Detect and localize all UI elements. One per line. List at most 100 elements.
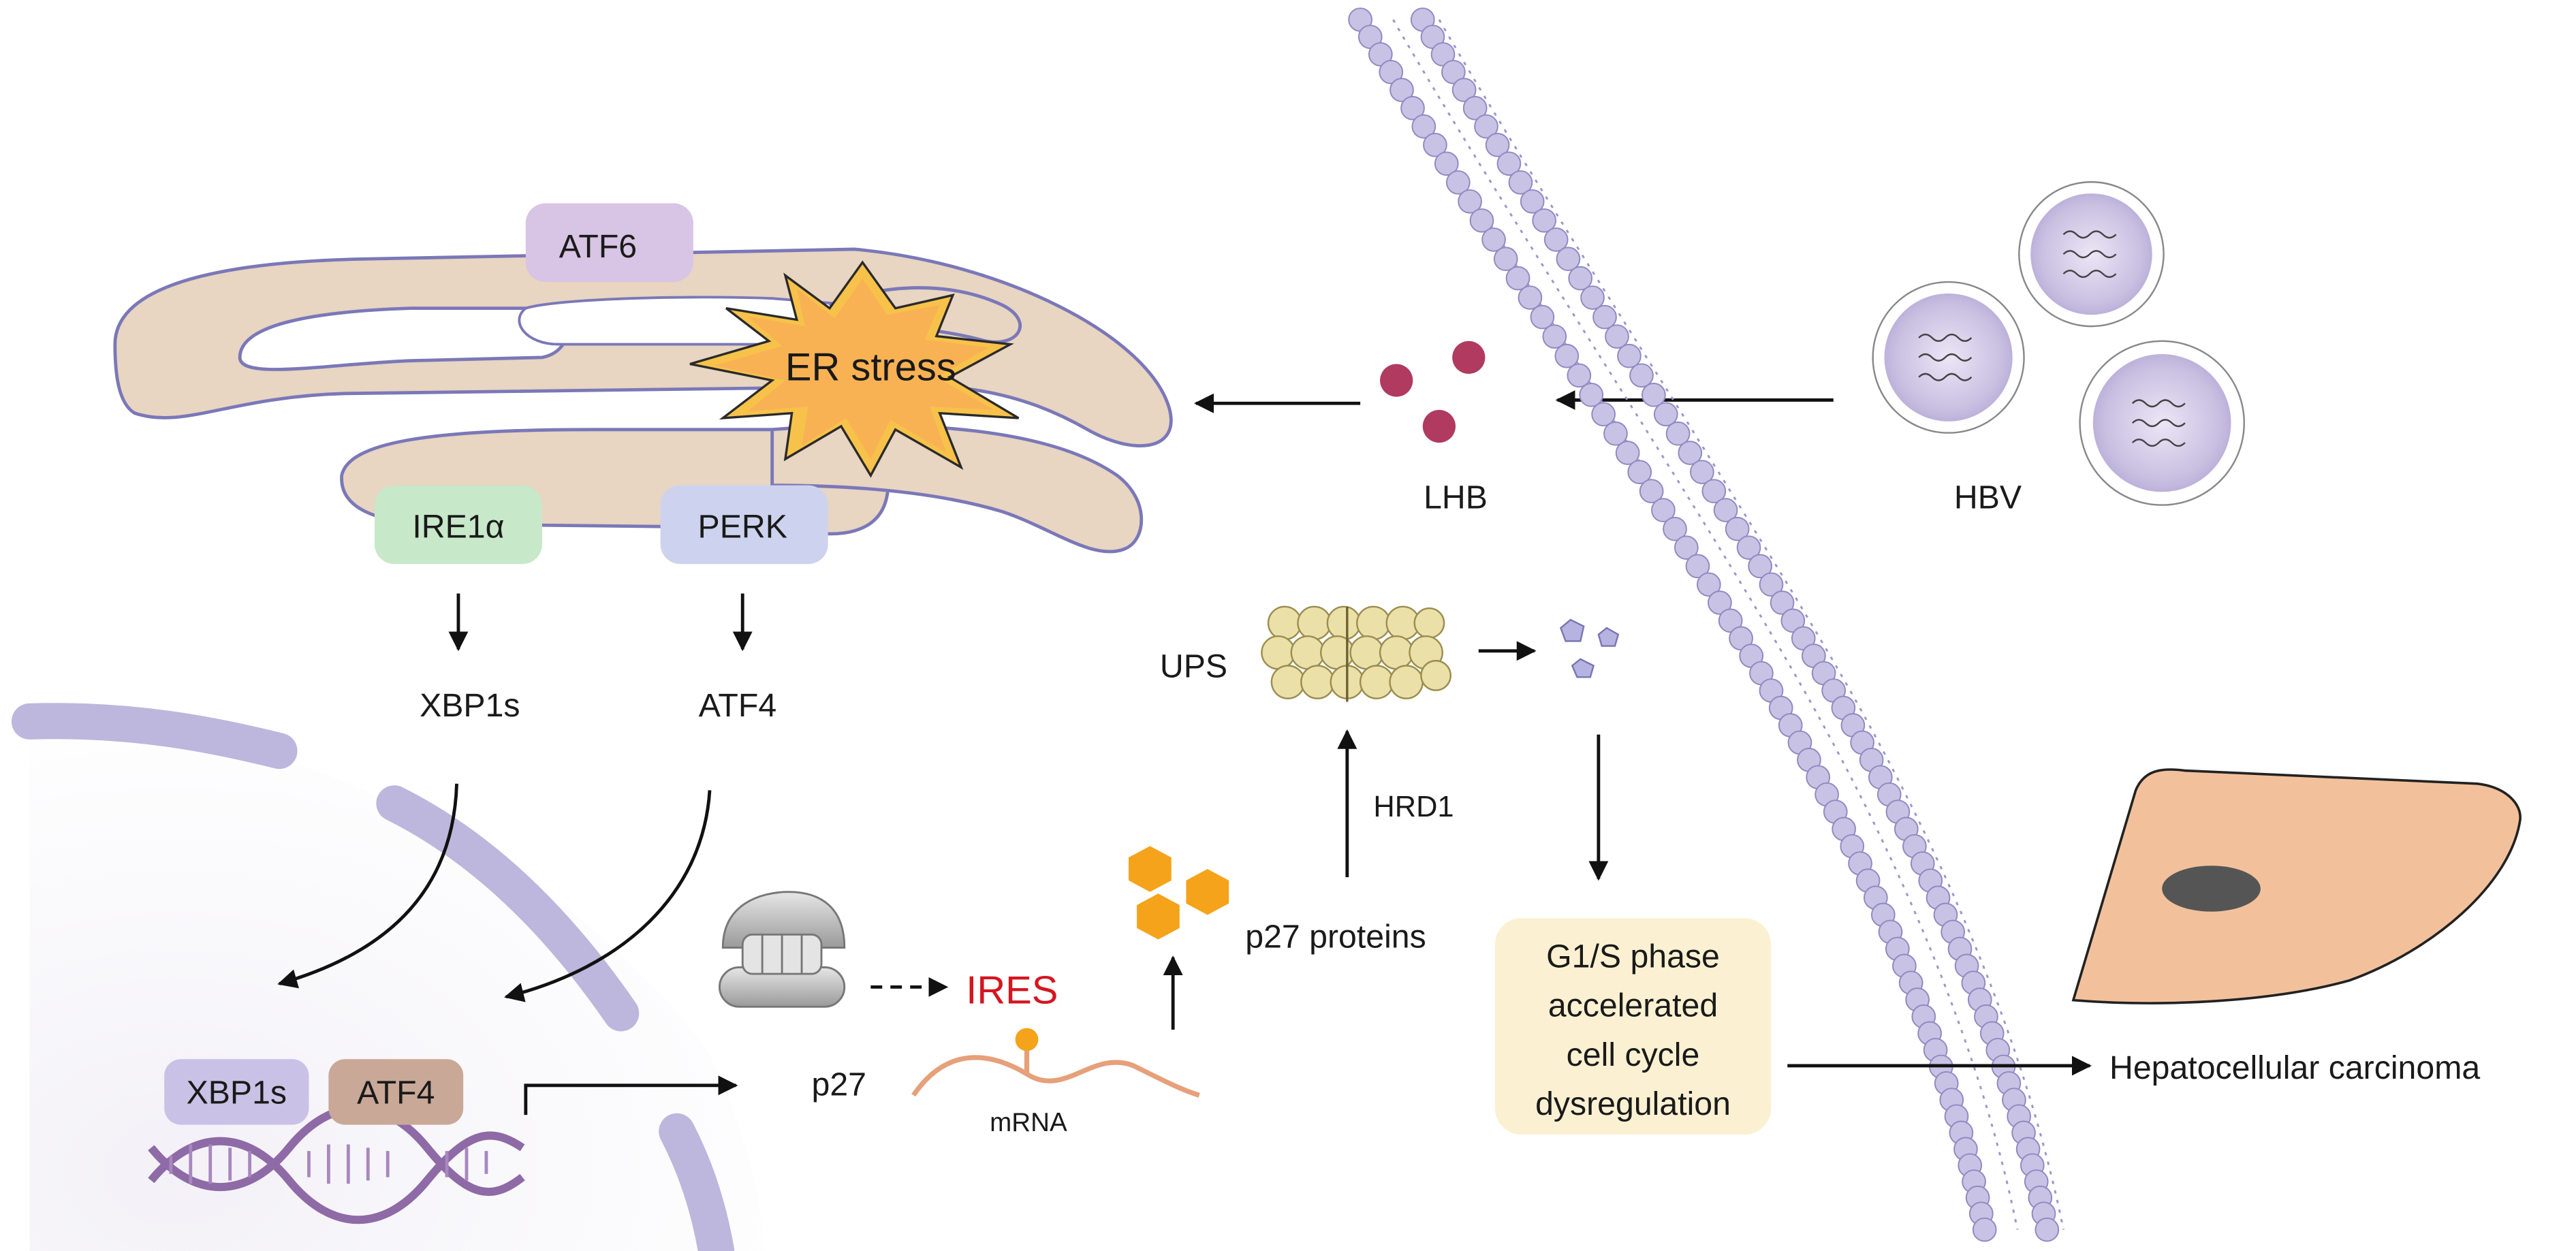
- xbp1s-label: XBP1s: [420, 687, 520, 724]
- lipid-head: [1368, 42, 1393, 67]
- lipid-head: [2035, 1217, 2060, 1242]
- lhb-label: LHB: [1424, 479, 1488, 516]
- lipid-head: [1469, 208, 1494, 233]
- xbp1s-dna-box: [164, 1059, 309, 1125]
- lipid-head: [1579, 383, 1604, 407]
- peptide-fragments-icon: [1559, 618, 1620, 678]
- atf4-dna-label: ATF4: [357, 1074, 435, 1111]
- lipid-head: [1520, 189, 1545, 214]
- lipid-head: [1580, 285, 1605, 310]
- lipid-head: [1653, 402, 1678, 427]
- lipid-head: [1505, 266, 1530, 291]
- lipid-head: [1713, 498, 1738, 522]
- arrow-xbp1s-nucleus: [277, 783, 458, 989]
- perk-box: [660, 485, 828, 565]
- lipid-head: [1542, 324, 1567, 349]
- lipid-head: [1665, 421, 1691, 446]
- arrow-transcription-p27: [524, 1075, 738, 1115]
- atf6-box: [525, 203, 693, 283]
- proteasome-icon: [1261, 605, 1451, 699]
- lipid-head: [1458, 189, 1482, 214]
- mrna-label: mRNA: [990, 1108, 1067, 1137]
- lipid-head: [1759, 572, 1784, 597]
- lipid-head: [1736, 535, 1761, 560]
- lipid-head: [1627, 460, 1652, 484]
- lipid-head: [1701, 479, 1727, 504]
- lipid-head: [1441, 59, 1466, 84]
- lipid-head: [1481, 227, 1506, 252]
- p27-proteins-label: p27 proteins: [1245, 919, 1426, 955]
- lipid-head: [1508, 170, 1533, 195]
- lipid-head: [1411, 114, 1436, 139]
- ire1a-label: IRE1α: [412, 509, 504, 545]
- lipid-head: [1708, 590, 1732, 615]
- lipid-head: [1556, 247, 1581, 272]
- g1s-line-3: cell cycle: [1567, 1036, 1700, 1073]
- lipid-head: [1972, 1217, 1997, 1242]
- lipid-head: [1674, 535, 1699, 560]
- lipid-head: [1543, 227, 1569, 252]
- lhb-particles-icon: [1380, 341, 1486, 443]
- endoplasmic-reticulum: [113, 247, 1173, 554]
- atf4-dna-box: [328, 1059, 464, 1125]
- lipid-head: [1678, 441, 1703, 465]
- lipid-head: [1605, 324, 1629, 349]
- lipid-head: [1434, 151, 1459, 176]
- lipid-head: [1780, 608, 1806, 633]
- lipid-head: [1518, 285, 1543, 310]
- cell-membrane: [1348, 7, 2064, 1242]
- nucleus: [11, 703, 766, 1251]
- lipid-head: [1493, 247, 1518, 272]
- lipid-head: [1615, 441, 1640, 465]
- ribosome-icon: [719, 891, 846, 1008]
- lipid-head: [1725, 516, 1750, 541]
- er-stress-label: ER stress: [785, 346, 956, 390]
- lipid-head: [1770, 590, 1795, 615]
- lipid-head: [1462, 95, 1488, 121]
- ire1a-box: [374, 485, 542, 565]
- perk-label: PERK: [698, 509, 787, 545]
- arrow-atf4-nucleus: [504, 790, 712, 1002]
- lipid-head: [1696, 572, 1721, 597]
- lipid-head: [1451, 78, 1477, 102]
- lipid-head: [1430, 42, 1456, 67]
- lipid-head: [1400, 95, 1425, 121]
- lipid-head: [1379, 59, 1404, 84]
- hcc-label: Hepatocellular carcinoma: [2109, 1049, 2480, 1086]
- lipid-head: [1496, 151, 1522, 176]
- atf4-label: ATF4: [699, 687, 776, 724]
- hepatocyte-cell: [2071, 768, 2522, 1004]
- hrd1-label: HRD1: [1373, 791, 1454, 823]
- lipid-head: [1485, 133, 1510, 157]
- lipid-head: [1642, 383, 1666, 407]
- lipid-head: [1568, 266, 1593, 291]
- lipid-head: [1629, 363, 1654, 388]
- mrna-cap-icon: [1015, 1028, 1039, 1051]
- lipid-head: [1690, 460, 1714, 484]
- g1s-box: [1494, 918, 1772, 1135]
- lipid-head: [1532, 208, 1556, 233]
- p27-gene-label: p27: [812, 1066, 866, 1103]
- hbv-virion-icon: [1872, 181, 2245, 506]
- p27-protein-icon: [1129, 846, 1229, 940]
- lipid-head: [1639, 479, 1664, 504]
- ups-label: UPS: [1160, 648, 1227, 684]
- lipid-head: [1718, 608, 1743, 633]
- mrna-strand: [911, 1055, 1200, 1098]
- lipid-head: [1592, 304, 1617, 330]
- lipid-head: [1445, 170, 1471, 195]
- lipid-head: [1554, 343, 1580, 368]
- atf6-label: ATF6: [559, 228, 637, 265]
- g1s-line-1: G1/S phase: [1546, 938, 1720, 975]
- lipid-head: [1663, 516, 1687, 541]
- lipid-head: [1651, 498, 1676, 522]
- xbp1s-dna-label: XBP1s: [187, 1074, 287, 1111]
- lipid-head: [1617, 343, 1642, 368]
- ires-label: IRES: [966, 968, 1058, 1012]
- lipid-head: [1530, 304, 1555, 330]
- hepatocyte-nucleus: [2162, 866, 2261, 912]
- lipid-head: [1423, 133, 1447, 157]
- hbv-label: HBV: [1954, 479, 2022, 516]
- lipid-head: [1685, 554, 1710, 579]
